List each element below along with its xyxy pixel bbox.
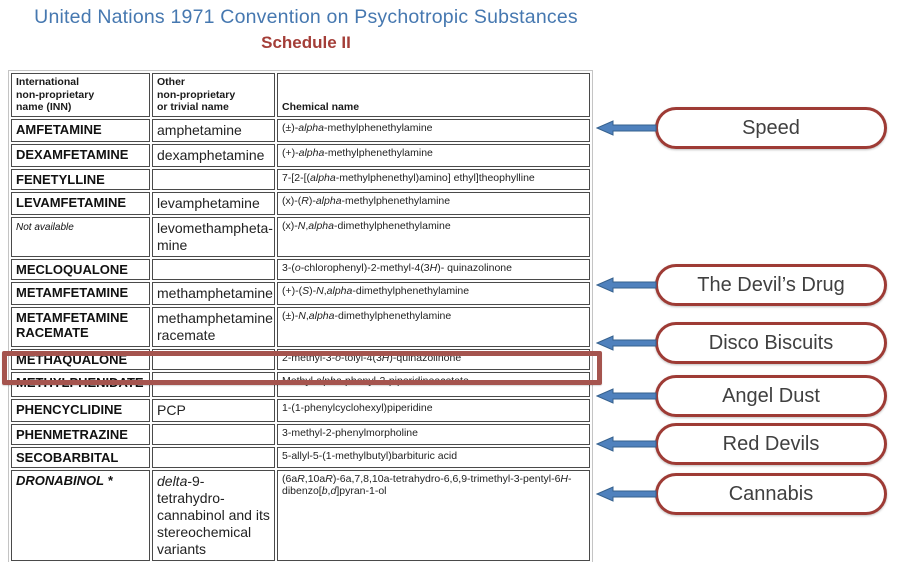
other-name-cell: levamphetamine xyxy=(152,191,275,215)
substances-table: International non-proprietary name (INN)… xyxy=(8,70,593,562)
other-name-cell: methamphetamine racemate xyxy=(152,306,275,347)
callout-cannabis: Cannabis xyxy=(655,473,887,515)
inn-cell: PHENCYCLIDINE xyxy=(11,398,150,422)
callout-label: Red Devils xyxy=(722,432,820,455)
table-row: MECLOQUALONE 3-(o-chlorophenyl)-2-methyl… xyxy=(11,258,590,280)
other-name-cell: methamphetamine xyxy=(152,281,275,305)
inn-cell: SECOBARBITAL xyxy=(11,446,150,468)
inn-cell: DRONABINOL * xyxy=(11,469,150,561)
inn-cell: METHAQUALONE xyxy=(11,348,150,370)
other-name-cell: PCP xyxy=(152,398,275,422)
column-header-inn: International non-proprietary name (INN) xyxy=(11,73,150,117)
inn-cell: Not available xyxy=(11,216,150,257)
chemical-name-cell: 1-(1-phenylcyclohexyl)piperidine xyxy=(277,398,590,422)
callout-label: Angel Dust xyxy=(722,384,820,407)
chemical-name-cell: (±)-alpha-methylphenethylamine xyxy=(277,118,590,142)
arrow-left-icon xyxy=(596,120,657,136)
arrow-left-icon xyxy=(596,388,657,404)
inn-cell: FENETYLLINE xyxy=(11,168,150,190)
chemical-name-cell: 5-allyl-5-(1-methylbutyl)barbituric acid xyxy=(277,446,590,468)
arrow-left-icon xyxy=(596,335,657,351)
inn-cell: METHYLPHENIDATE xyxy=(11,371,150,397)
arrow-left-icon xyxy=(596,277,657,293)
table-row: DRONABINOL * delta-9-tetrahydro- cannabi… xyxy=(11,469,590,561)
other-name-cell xyxy=(152,348,275,370)
inn-cell: PHENMETRAZINE xyxy=(11,423,150,445)
chemical-name-cell: (+)-(S)-N,alpha-dimethylphenethylamine xyxy=(277,281,590,305)
chemical-name-cell: 3-(o-chlorophenyl)-2-methyl-4(3H)- quina… xyxy=(277,258,590,280)
chemical-name-cell: (6aR,10aR)-6a,7,8,10a-tetrahydro-6,6,9-t… xyxy=(277,469,590,561)
chemical-name-cell: (+)-alpha-methylphenethylamine xyxy=(277,143,590,167)
table-row: AMFETAMINE amphetamine (±)-alpha-methylp… xyxy=(11,118,590,142)
callout-label: Speed xyxy=(742,116,800,139)
callout-label: The Devil’s Drug xyxy=(697,273,845,296)
other-name-cell: levomethampheta- mine xyxy=(152,216,275,257)
other-name-cell xyxy=(152,168,275,190)
table-row: PHENMETRAZINE 3-methyl-2-phenylmorpholin… xyxy=(11,423,590,445)
column-header-other-name: Other non-proprietary or trivial name xyxy=(152,73,275,117)
schedule-subtitle: Schedule II xyxy=(261,33,351,52)
inn-cell: AMFETAMINE xyxy=(11,118,150,142)
table-row: METHAQUALONE 2-methyl-3-o-tolyl-4(3H)-qu… xyxy=(11,348,590,370)
callout-disco-biscuits: Disco Biscuits xyxy=(655,322,887,364)
table-row: METAMFETAMINE methamphetamine (+)-(S)-N,… xyxy=(11,281,590,305)
table-row: DEXAMFETAMINE dexamphetamine (+)-alpha-m… xyxy=(11,143,590,167)
table-row: FENETYLLINE 7-[2-[(alpha-methylphenethyl… xyxy=(11,168,590,190)
inn-cell: METAMFETAMINE RACEMATE xyxy=(11,306,150,347)
arrow-left-icon xyxy=(596,436,657,452)
other-name-cell: dexamphetamine xyxy=(152,143,275,167)
chemical-name-cell: 2-methyl-3-o-tolyl-4(3H)-quinazolinone xyxy=(277,348,590,370)
chemical-name-cell: (x)-(R)-alpha-methylphenethylamine xyxy=(277,191,590,215)
chemical-name-cell: 3-methyl-2-phenylmorpholine xyxy=(277,423,590,445)
column-header-chemical-name: Chemical name xyxy=(277,73,590,117)
table-row: METAMFETAMINE RACEMATE methamphetamine r… xyxy=(11,306,590,347)
other-name-cell xyxy=(152,371,275,397)
other-name-cell xyxy=(152,423,275,445)
callout-label: Cannabis xyxy=(728,482,814,505)
table-header-row: International non-proprietary name (INN)… xyxy=(11,73,590,117)
table-row: LEVAMFETAMINE levamphetamine (x)-(R)-alp… xyxy=(11,191,590,215)
other-name-cell xyxy=(152,446,275,468)
chemical-name-cell: (±)-N,alpha-dimethylphenethylamine xyxy=(277,306,590,347)
callout-speed: Speed xyxy=(655,107,887,149)
table-row: Not available levomethampheta- mine (x)-… xyxy=(11,216,590,257)
callout-red-devils: Red Devils xyxy=(655,423,887,465)
callout-label: Disco Biscuits xyxy=(708,331,834,354)
inn-cell: MECLOQUALONE xyxy=(11,258,150,280)
callout-angel-dust: Angel Dust xyxy=(655,375,887,417)
chemical-name-cell: 7-[2-[(alpha-methylphenethyl)amino] ethy… xyxy=(277,168,590,190)
table-row: SECOBARBITAL 5-allyl-5-(1-methylbutyl)ba… xyxy=(11,446,590,468)
inn-cell: METAMFETAMINE xyxy=(11,281,150,305)
arrow-left-icon xyxy=(596,486,657,502)
inn-cell: LEVAMFETAMINE xyxy=(11,191,150,215)
page-title: United Nations 1971 Convention on Psycho… xyxy=(34,6,578,28)
other-name-cell xyxy=(152,258,275,280)
other-name-cell: amphetamine xyxy=(152,118,275,142)
table-row: PHENCYCLIDINE PCP 1-(1-phenylcyclohexyl)… xyxy=(11,398,590,422)
table-row-highlighted: METHYLPHENIDATE Methyl alpha-phenyl-2-pi… xyxy=(11,371,590,397)
callout-devils-drug: The Devil’s Drug xyxy=(655,264,887,306)
chemical-name-cell: Methyl alpha-phenyl-2-piperidineacetate xyxy=(277,371,590,397)
other-name-cell: delta-9-tetrahydro- cannabinol and its s… xyxy=(152,469,275,561)
chemical-name-cell: (x)-N,alpha-dimethylphenethylamine xyxy=(277,216,590,257)
inn-cell: DEXAMFETAMINE xyxy=(11,143,150,167)
